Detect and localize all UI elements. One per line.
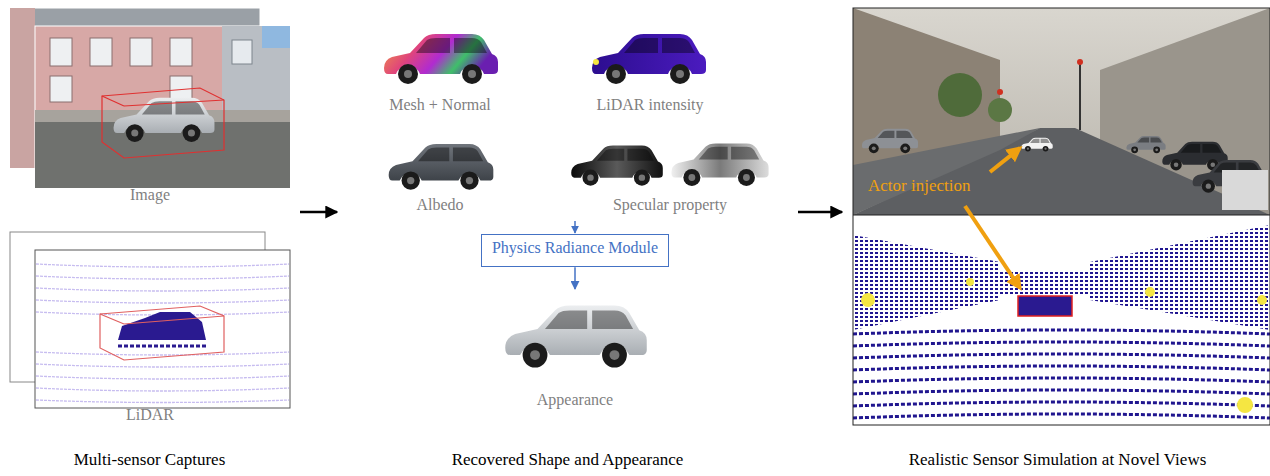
injection-arrows-part (990, 148, 1020, 172)
flow-arrow (798, 211, 842, 214)
recovery-column: Recovered Shape and Appearance Mesh + Nor… (340, 0, 795, 476)
recovered-cars-part (671, 143, 768, 186)
flow-arrow (574, 267, 576, 289)
simulated-lidar-part (861, 293, 875, 307)
recovered-cars-part (593, 59, 599, 65)
simulated-camera-part (1021, 138, 1052, 152)
lidar-scan-panel: LiDAR (8, 225, 292, 430)
panel-label: Appearance (537, 390, 613, 415)
simulated-camera-part (862, 129, 918, 154)
simulated-lidar-part (1145, 287, 1155, 297)
simulated-lidar-part (1090, 225, 1270, 330)
panel-label: LiDAR intensity (596, 95, 703, 120)
camera-photo-part (170, 38, 192, 66)
simulated-camera-part (1126, 136, 1165, 153)
recovered-cars-part (592, 34, 706, 84)
lidar-scan-part (36, 264, 289, 403)
simulated-lidar-part (853, 235, 1000, 330)
simulated-camera-part (997, 89, 1003, 95)
lidar-scan-part (118, 312, 206, 340)
injection-arrows (965, 148, 1020, 288)
simulated-camera-part (1077, 59, 1083, 65)
specular-render: Specular property (560, 130, 780, 220)
recovered-cars-part (571, 146, 663, 186)
column-caption: Multi-sensor Captures (74, 450, 226, 476)
simulated-lidar-part (853, 8, 1270, 425)
lidar-intensity-render: LiDAR intensity (580, 20, 720, 120)
recovered-cars-part (574, 221, 576, 233)
simulated-lidar-part (1018, 296, 1072, 316)
simulated-lidar-part (853, 215, 1270, 216)
simulated-lidar-part (1257, 295, 1267, 305)
simulated-lidar-part (1237, 397, 1253, 413)
process-box: Physics Radiance Module (481, 234, 669, 267)
albedo-render: Albedo (370, 130, 510, 220)
simulated-lidar-part (966, 278, 974, 286)
simulated-lidar-part (853, 330, 1270, 418)
input-column: Multi-sensor Captures ImageLiDAR (2, 0, 297, 476)
camera-photo-part (50, 38, 72, 66)
flow-arrow (300, 211, 337, 214)
simulated-camera-part (853, 128, 1270, 215)
simulation-column: Realistic Sensor Simulation at Novel Vie… (845, 0, 1270, 476)
column-caption: Recovered Shape and Appearance (452, 450, 684, 476)
camera-photo (10, 8, 290, 188)
panel-label: LiDAR (126, 405, 174, 430)
camera-photo-part (130, 38, 152, 66)
camera-photo-part (222, 26, 290, 121)
recovered-cars-part (389, 144, 494, 190)
callout-label: Actor injection (868, 176, 970, 196)
simulated-lidar-part (853, 215, 1270, 425)
lidar-scan-part (124, 316, 224, 324)
simulated-camera-part (1222, 170, 1268, 210)
simulated-camera-part (938, 73, 982, 117)
simulated-camera-part (988, 98, 1012, 122)
camera-photo-part (90, 38, 112, 66)
mesh-normal-render: Mesh + Normal (370, 20, 510, 120)
camera-photo-part (262, 26, 290, 48)
panel-label: Image (130, 185, 170, 210)
injection-arrows-part (965, 206, 1020, 288)
camera-image-panel: Image (8, 5, 292, 210)
panel-label: Mesh + Normal (389, 95, 490, 120)
camera-photo-part (232, 40, 252, 64)
recovered-cars-part (505, 305, 647, 367)
panel-label: Albedo (416, 195, 463, 220)
simulated-camera (853, 8, 1270, 215)
camera-photo-part (124, 100, 224, 106)
appearance-render: Appearance (485, 290, 665, 415)
column-caption: Realistic Sensor Simulation at Novel Vie… (909, 450, 1207, 476)
camera-photo-part (102, 88, 224, 158)
camera-photo-part (50, 76, 72, 102)
camera-photo-part (114, 98, 215, 142)
simulated-camera-part (853, 128, 1040, 215)
camera-photo-part (35, 26, 290, 188)
recovered-cars (384, 34, 769, 368)
recovered-cars-part (384, 34, 498, 84)
panel-label: Specular property (613, 195, 727, 220)
lidar-scan-part (100, 306, 224, 360)
camera-photo-part (10, 8, 35, 168)
lidar-scan-part (35, 250, 290, 408)
simulated-camera-part (1079, 60, 1081, 130)
simulated-camera-part (853, 8, 1270, 215)
lidar-scan (10, 232, 290, 408)
box-label: Physics Radiance Module (492, 238, 658, 263)
lidar-scan-part (118, 345, 206, 348)
camera-photo-part (102, 96, 124, 106)
simulated-lidar (853, 8, 1270, 425)
lidar-scan-part (100, 314, 124, 324)
